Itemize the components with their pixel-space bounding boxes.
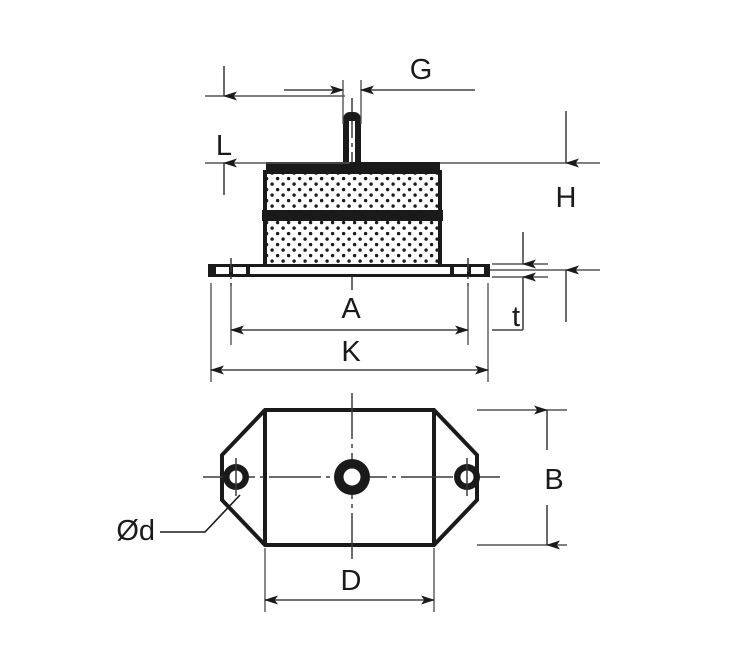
callout-hole-diameter: Ød xyxy=(116,494,241,547)
dimension-label-K: K xyxy=(341,336,361,368)
dimension-label-B: B xyxy=(544,464,563,496)
dimension-label-D: D xyxy=(341,565,362,597)
plan-view: Ød B D xyxy=(116,393,567,612)
dimension-label-H: H xyxy=(556,182,577,214)
intermediate-plate xyxy=(262,210,443,221)
dimension-B: B xyxy=(477,405,567,550)
dimension-G: G xyxy=(284,54,475,124)
dimension-D: D xyxy=(264,548,435,612)
dimension-label-Od: Ød xyxy=(116,515,155,547)
dimension-K: K xyxy=(210,283,489,382)
elevation-view: G L H t xyxy=(205,54,600,382)
upper-rubber-block xyxy=(263,170,442,214)
dimension-label-G: G xyxy=(410,54,433,86)
dimension-L: L xyxy=(205,66,350,195)
base-plate xyxy=(208,264,490,277)
lower-rubber-block xyxy=(263,217,442,269)
dimension-label-t: t xyxy=(512,301,520,333)
threaded-stud xyxy=(343,112,361,165)
dimension-t: t xyxy=(492,232,548,333)
mounting-hole-right xyxy=(454,458,480,496)
dimension-A: A xyxy=(230,283,469,345)
center-hole xyxy=(334,459,370,495)
top-plate xyxy=(266,162,440,173)
dimension-label-L: L xyxy=(216,130,232,162)
mounting-hole-left xyxy=(223,458,249,496)
dimension-label-A: A xyxy=(341,293,361,325)
hole-diameter-leader-line xyxy=(160,494,241,533)
dimension-H: H xyxy=(440,111,600,322)
